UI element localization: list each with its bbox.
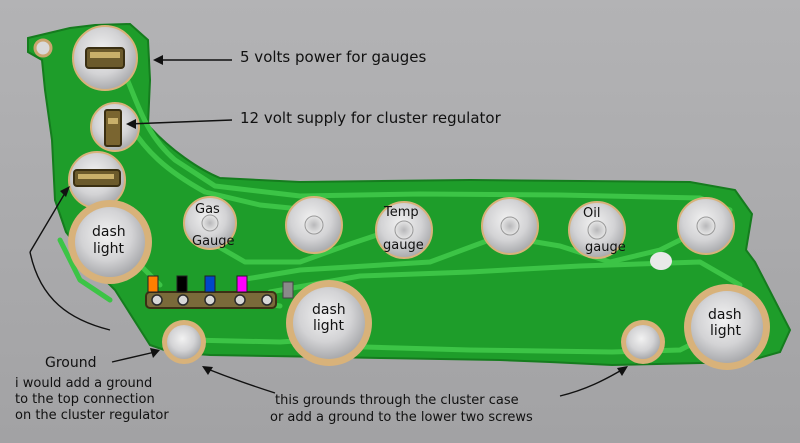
ground-regulator-pad bbox=[68, 151, 126, 209]
marker-black bbox=[176, 275, 188, 293]
marker-gray bbox=[282, 281, 294, 299]
ground-note-line-2: to the top connection bbox=[15, 392, 155, 407]
dash-light-left-label-1: dash bbox=[92, 224, 126, 240]
case-ground-line-2: or add a ground to the lower two screws bbox=[270, 410, 533, 425]
oil-gauge-label-2: gauge bbox=[585, 240, 626, 255]
dash-light-right-pad bbox=[684, 284, 770, 370]
marker-orange bbox=[147, 275, 159, 293]
marker-blue bbox=[204, 275, 216, 293]
ground-note-line-1: i would add a ground bbox=[15, 376, 153, 391]
oil-gauge-pad bbox=[568, 201, 626, 259]
gauge-stud-pad-3 bbox=[677, 197, 735, 255]
gas-gauge-label-1: Gas bbox=[195, 202, 220, 217]
ground-note-line-3: on the cluster regulator bbox=[15, 408, 169, 423]
gauge-stud-pad-2 bbox=[481, 197, 539, 255]
oil-gauge-label-1: Oil bbox=[583, 206, 601, 221]
power-5v-pad bbox=[72, 25, 138, 91]
supply-12v-pad bbox=[90, 102, 140, 152]
gas-gauge-pad bbox=[183, 196, 237, 250]
dash-light-right-label-1: dash bbox=[708, 307, 742, 323]
dash-light-mid-label-2: light bbox=[313, 318, 345, 334]
case-ground-line-1: this grounds through the cluster case bbox=[275, 393, 519, 408]
annotation-arrows bbox=[29, 59, 626, 397]
ground-screw-pad-left bbox=[162, 320, 206, 364]
power-5v-label: 5 volts power for gauges bbox=[240, 48, 427, 66]
arrowheads bbox=[60, 55, 628, 376]
ground-screw-pad-right bbox=[621, 320, 665, 364]
ground-label: Ground bbox=[45, 355, 97, 371]
dash-light-mid-pad bbox=[286, 280, 372, 366]
gauge-stud-pad-1 bbox=[285, 196, 343, 254]
dash-light-left-pad bbox=[68, 200, 152, 284]
supply-12v-label: 12 volt supply for cluster regulator bbox=[240, 109, 501, 127]
dash-light-mid-label-1: dash bbox=[312, 302, 346, 318]
connector-pins bbox=[151, 294, 273, 306]
temp-gauge-label-1: Temp bbox=[384, 205, 419, 220]
board-hole bbox=[650, 252, 672, 270]
dash-light-right-label-2: light bbox=[710, 323, 742, 339]
mounting-hole bbox=[33, 38, 53, 58]
temp-gauge-pad bbox=[375, 201, 433, 259]
gas-gauge-label-2: Gauge bbox=[192, 234, 235, 249]
marker-magenta bbox=[236, 275, 248, 293]
dash-light-left-label-2: light bbox=[93, 241, 125, 257]
temp-gauge-label-2: gauge bbox=[383, 238, 424, 253]
